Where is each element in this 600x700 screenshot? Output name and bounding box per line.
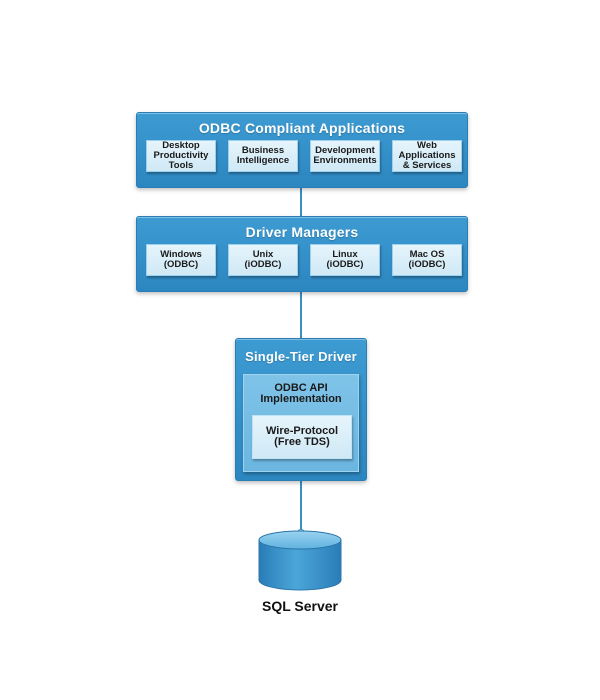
manager-unix: Unix (iODBC) [228,244,298,276]
connector-driver-to-database [297,481,305,537]
app-business-intelligence: Business Intelligence [228,140,298,172]
manager-windows: Windows (ODBC) [146,244,216,276]
driver-managers-title: Driver Managers [245,224,359,240]
app-web-applications-services: Web Applications & Services [392,140,462,172]
database-cylinder-icon [258,530,342,591]
driver-managers-row: Windows (ODBC) Unix (iODBC) Linux (iODBC… [146,244,462,276]
connector-apps-to-managers [300,188,302,216]
applications-title: ODBC Compliant Applications [198,120,406,136]
odbc-api-implementation-label: ODBC API Implementation [260,382,342,405]
applications-panel: ODBC Compliant Applications Desktop Prod… [136,112,468,188]
driver-managers-panel: Driver Managers Windows (ODBC) Unix (iOD… [136,216,468,292]
wire-protocol-box: Wire-Protocol (Free TDS) [252,415,352,459]
app-development-environments: Development Environments [310,140,380,172]
single-tier-driver-panel: Single-Tier Driver ODBC API Implementati… [235,338,367,481]
database-label: SQL Server [261,598,338,614]
connector-managers-to-driver [300,292,302,338]
applications-row: Desktop Productivity Tools Business Inte… [146,140,462,172]
odbc-api-implementation-box: ODBC API Implementation Wire-Protocol (F… [243,374,359,472]
app-desktop-productivity-tools: Desktop Productivity Tools [146,140,216,172]
single-tier-driver-title: Single-Tier Driver [245,349,357,364]
manager-mac-os: Mac OS (iODBC) [392,244,462,276]
manager-linux: Linux (iODBC) [310,244,380,276]
